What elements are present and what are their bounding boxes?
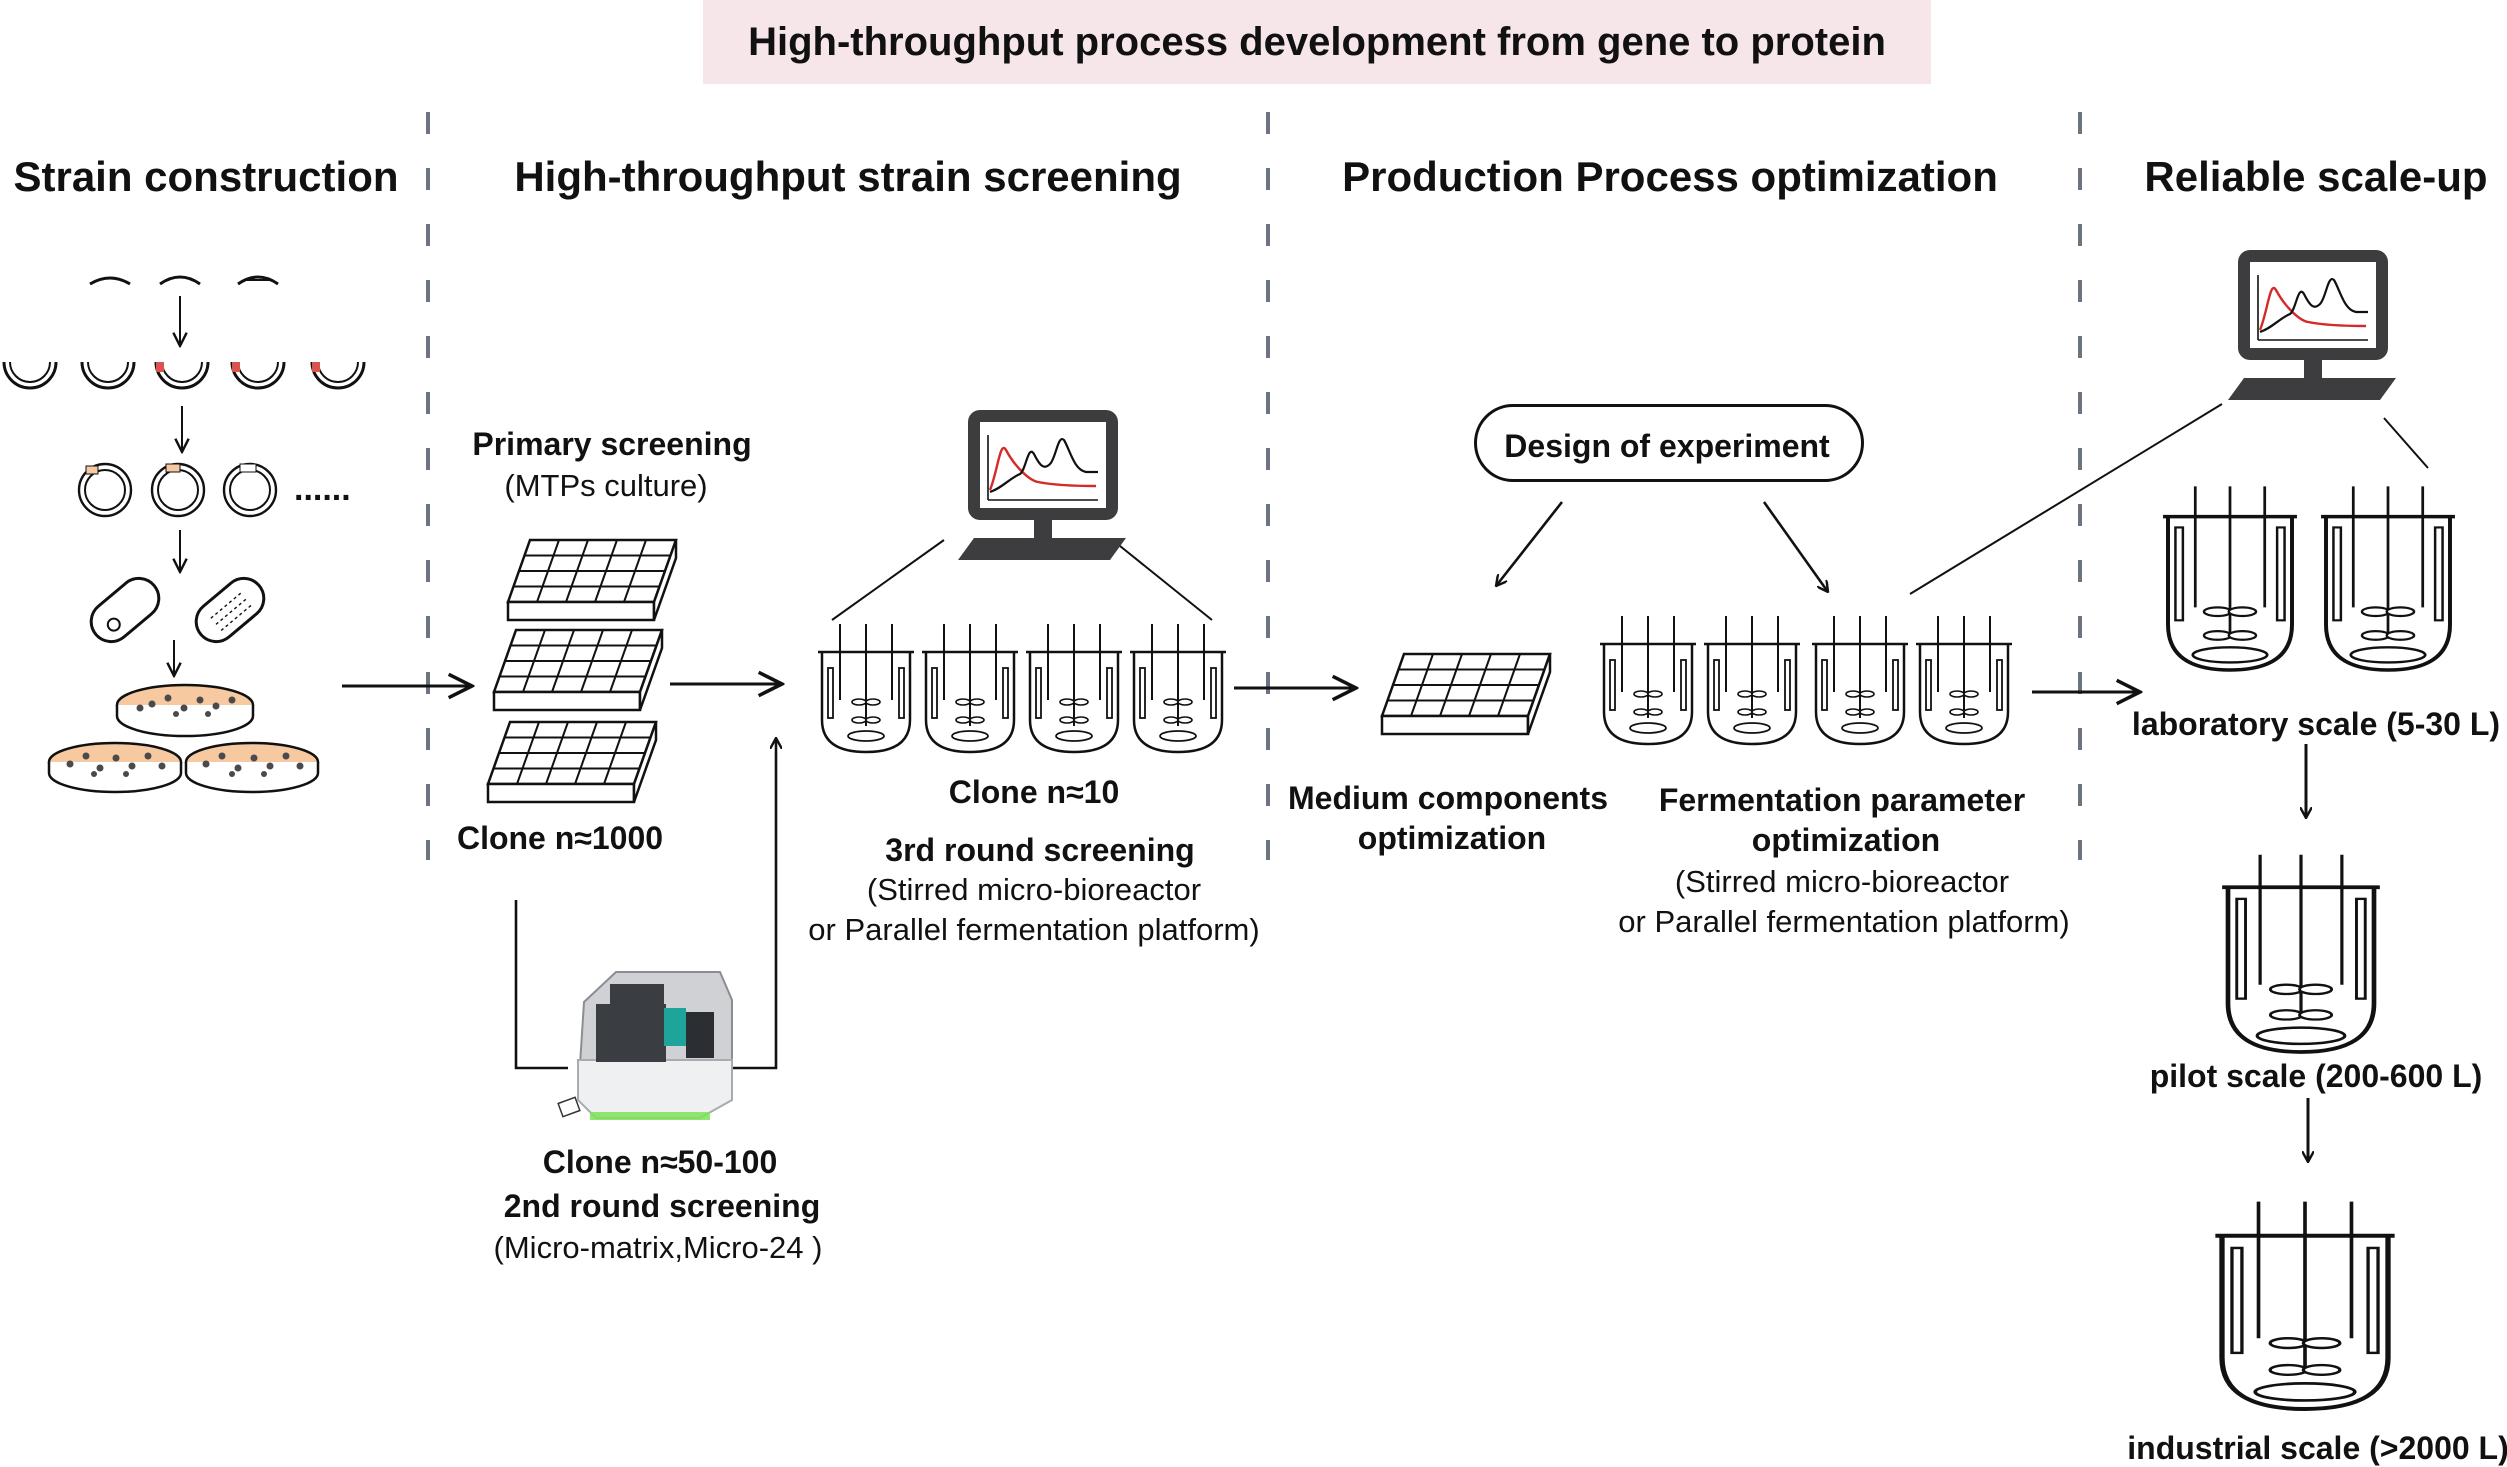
cells (89, 576, 266, 644)
reactor-ferment-3 (1810, 614, 1910, 746)
reactor-ferment-1 (1598, 614, 1698, 746)
fermentation-line4: or Parallel fermentation platform) (1618, 904, 2070, 939)
second-round-clone-count: Clone n≈50-100 (542, 1144, 778, 1180)
mtp-plate-2 (492, 628, 664, 712)
section-process-optimization: Production Process optimization (1342, 153, 1998, 200)
medium-line2: optimization (1357, 820, 1547, 856)
path-primary-to-second (514, 900, 568, 1070)
section-scale-up: Reliable scale-up (2144, 153, 2488, 200)
medium-line1: Medium components (1287, 780, 1609, 816)
third-round-line2: or Parallel fermentation platform) (808, 912, 1260, 947)
arrow-doe-to-medium (1496, 501, 1564, 586)
design-of-experiment-box (1474, 404, 1864, 482)
gene-fragments (89, 275, 279, 286)
fermentation-line1: Fermentation parameter (1658, 782, 2026, 818)
closed-plasmids (77, 462, 278, 518)
second-round-title: 2nd round screening (503, 1188, 821, 1224)
reactor-third-4 (1128, 622, 1228, 754)
primary-screening-title: Primary screening (472, 426, 752, 462)
connector-scaleup-right (2383, 417, 2429, 469)
connector-monitor-left (831, 539, 945, 621)
third-round-line1: (Stirred micro-bioreactor (866, 872, 1202, 907)
third-round-clone-count: Clone n≈10 (948, 774, 1120, 810)
mtp-plate-1 (506, 538, 678, 622)
second-round-subtitle: (Micro-matrix,Micro-24 ) (493, 1230, 823, 1265)
design-of-experiment-label: Design of experiment (1504, 428, 1830, 464)
industrial-scale-label: industrial scale (>2000 L) (2127, 1430, 2507, 1466)
reactor-third-1 (816, 622, 916, 754)
open-plasmids (2, 361, 366, 390)
lab-reactors (2161, 484, 2457, 672)
pilot-scale-label: pilot scale (200-600 L) (2149, 1058, 2483, 1094)
reactor-third-3 (1024, 622, 1124, 754)
monitor-third-round (956, 408, 1128, 562)
reactor-ferment-4 (1914, 614, 2014, 746)
micro-matrix-instrument (557, 971, 733, 1120)
laboratory-scale-label: laboratory scale (5-30 L) (2131, 706, 2501, 742)
monitor-scaleup (2226, 248, 2398, 402)
connector-monitor-right (1119, 545, 1213, 621)
section-strain-construction: Strain construction (13, 153, 399, 200)
connector-ferment-to-monitor (1909, 403, 2223, 595)
petri-dishes (47, 683, 320, 794)
reactor-third-2 (920, 622, 1020, 754)
industrial-reactor (2215, 1202, 2394, 1409)
page-title: High-throughput process development from… (748, 20, 1886, 64)
mtp-medium (1380, 652, 1552, 736)
fermentation-line2: optimization (1751, 822, 1941, 858)
arrow-doe-to-fermentation (1762, 501, 1828, 592)
primary-clone-count: Clone n≈1000 (456, 820, 664, 856)
fermentation-line3: (Stirred micro-bioreactor (1674, 864, 2010, 899)
arrow-second-to-third (730, 738, 776, 1070)
reactor-ferment-2 (1702, 614, 1802, 746)
section-strain-screening: High-throughput strain screening (514, 153, 1182, 200)
mtp-plate-3 (486, 720, 658, 804)
pilot-reactor (2222, 855, 2380, 1052)
third-round-title: 3rd round screening (885, 832, 1195, 868)
primary-screening-subtitle: (MTPs culture) (504, 468, 708, 503)
title-banner (703, 0, 1931, 84)
ellipsis: ...... (294, 470, 351, 508)
